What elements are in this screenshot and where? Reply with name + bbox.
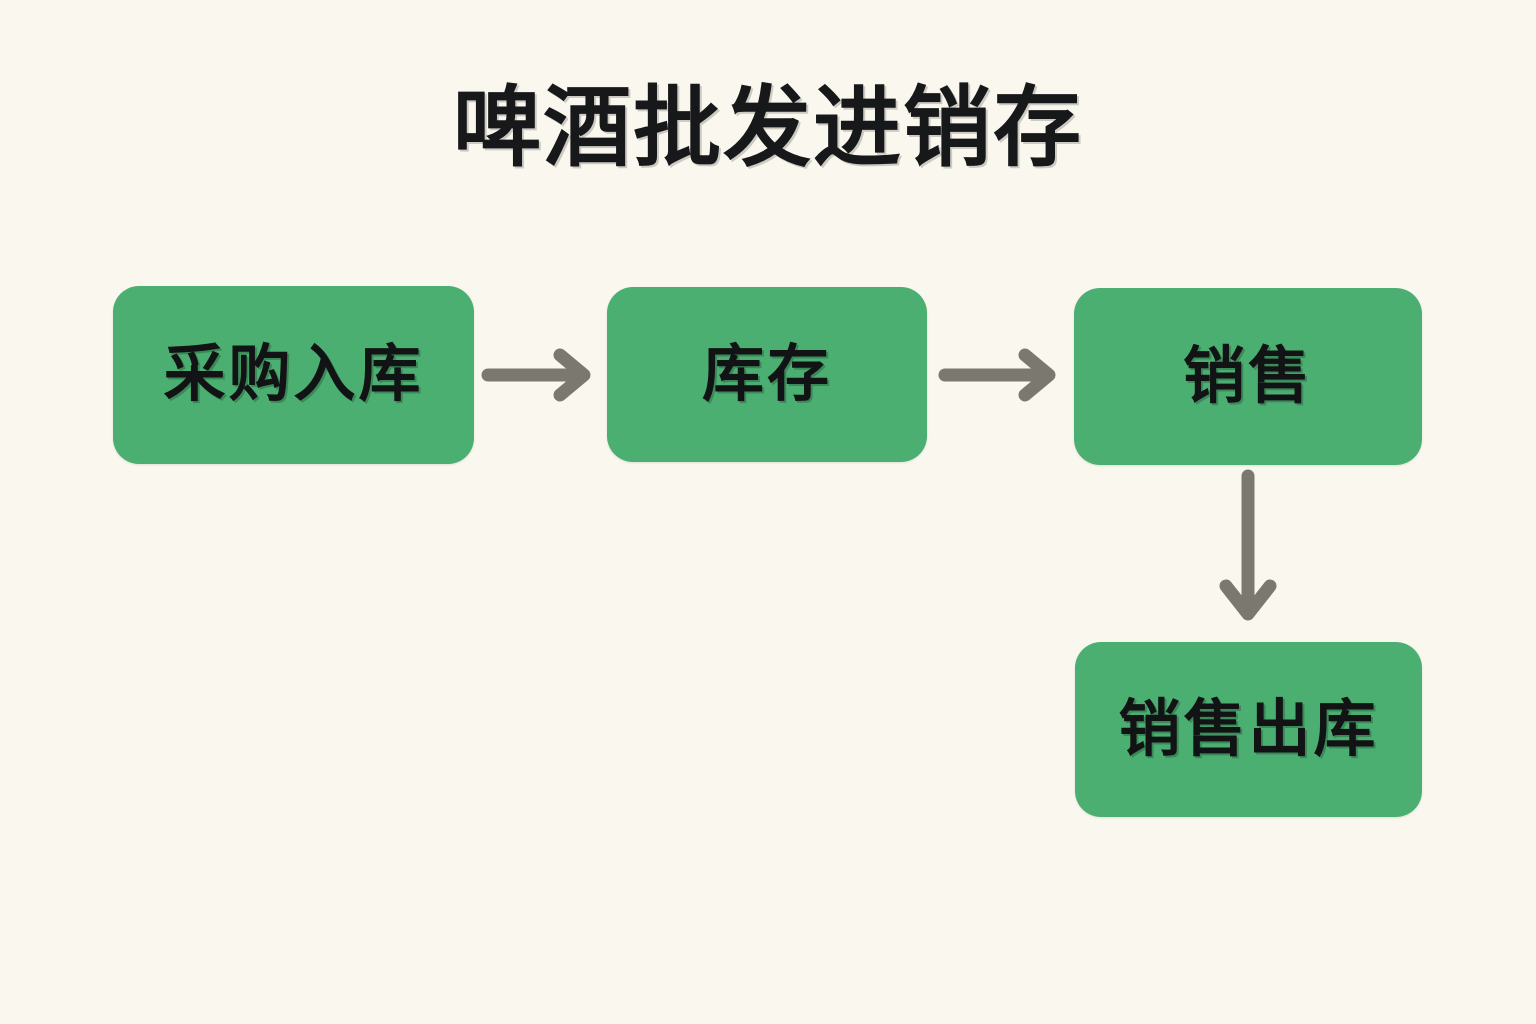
flow-node-sales-out[interactable]: 销售出库 xyxy=(1075,642,1422,817)
flow-node-label: 销售出库 xyxy=(1118,694,1379,764)
flow-node-purchase-in[interactable]: 采购入库 xyxy=(113,286,474,464)
arrow-right-icon xyxy=(938,348,1056,402)
flow-node-inventory[interactable]: 库存 xyxy=(607,287,927,462)
flow-node-label: 销售 xyxy=(1182,341,1313,411)
page-title: 啤酒批发进销存 xyxy=(452,78,1083,177)
flow-node-sales[interactable]: 销售 xyxy=(1074,288,1422,465)
flow-node-label: 采购入库 xyxy=(163,340,424,409)
flow-node-label: 库存 xyxy=(701,339,832,409)
arrow-down-icon xyxy=(1219,469,1277,621)
arrow-right-icon xyxy=(481,348,591,402)
